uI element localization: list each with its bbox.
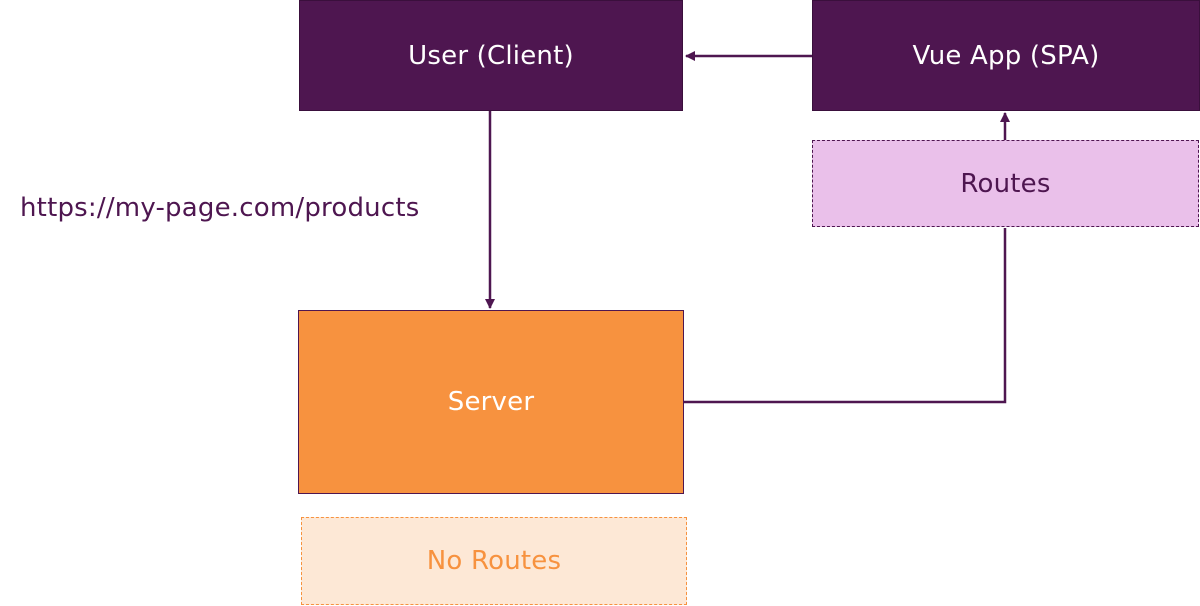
vue-app-node: Vue App (SPA): [812, 0, 1200, 111]
server-label: Server: [447, 387, 535, 417]
user-client-label: User (Client): [408, 40, 574, 71]
no-routes-node: No Routes: [301, 517, 687, 605]
user-client-node: User (Client): [299, 0, 683, 111]
no-routes-label: No Routes: [426, 546, 562, 576]
server-node: Server: [298, 310, 684, 494]
routes-node: Routes: [812, 140, 1199, 227]
routes-label: Routes: [960, 168, 1051, 199]
vue-app-label: Vue App (SPA): [912, 40, 1100, 71]
request-url-label: https://my-page.com/products: [20, 193, 420, 223]
connector-server-to-routes: [684, 228, 1007, 404]
